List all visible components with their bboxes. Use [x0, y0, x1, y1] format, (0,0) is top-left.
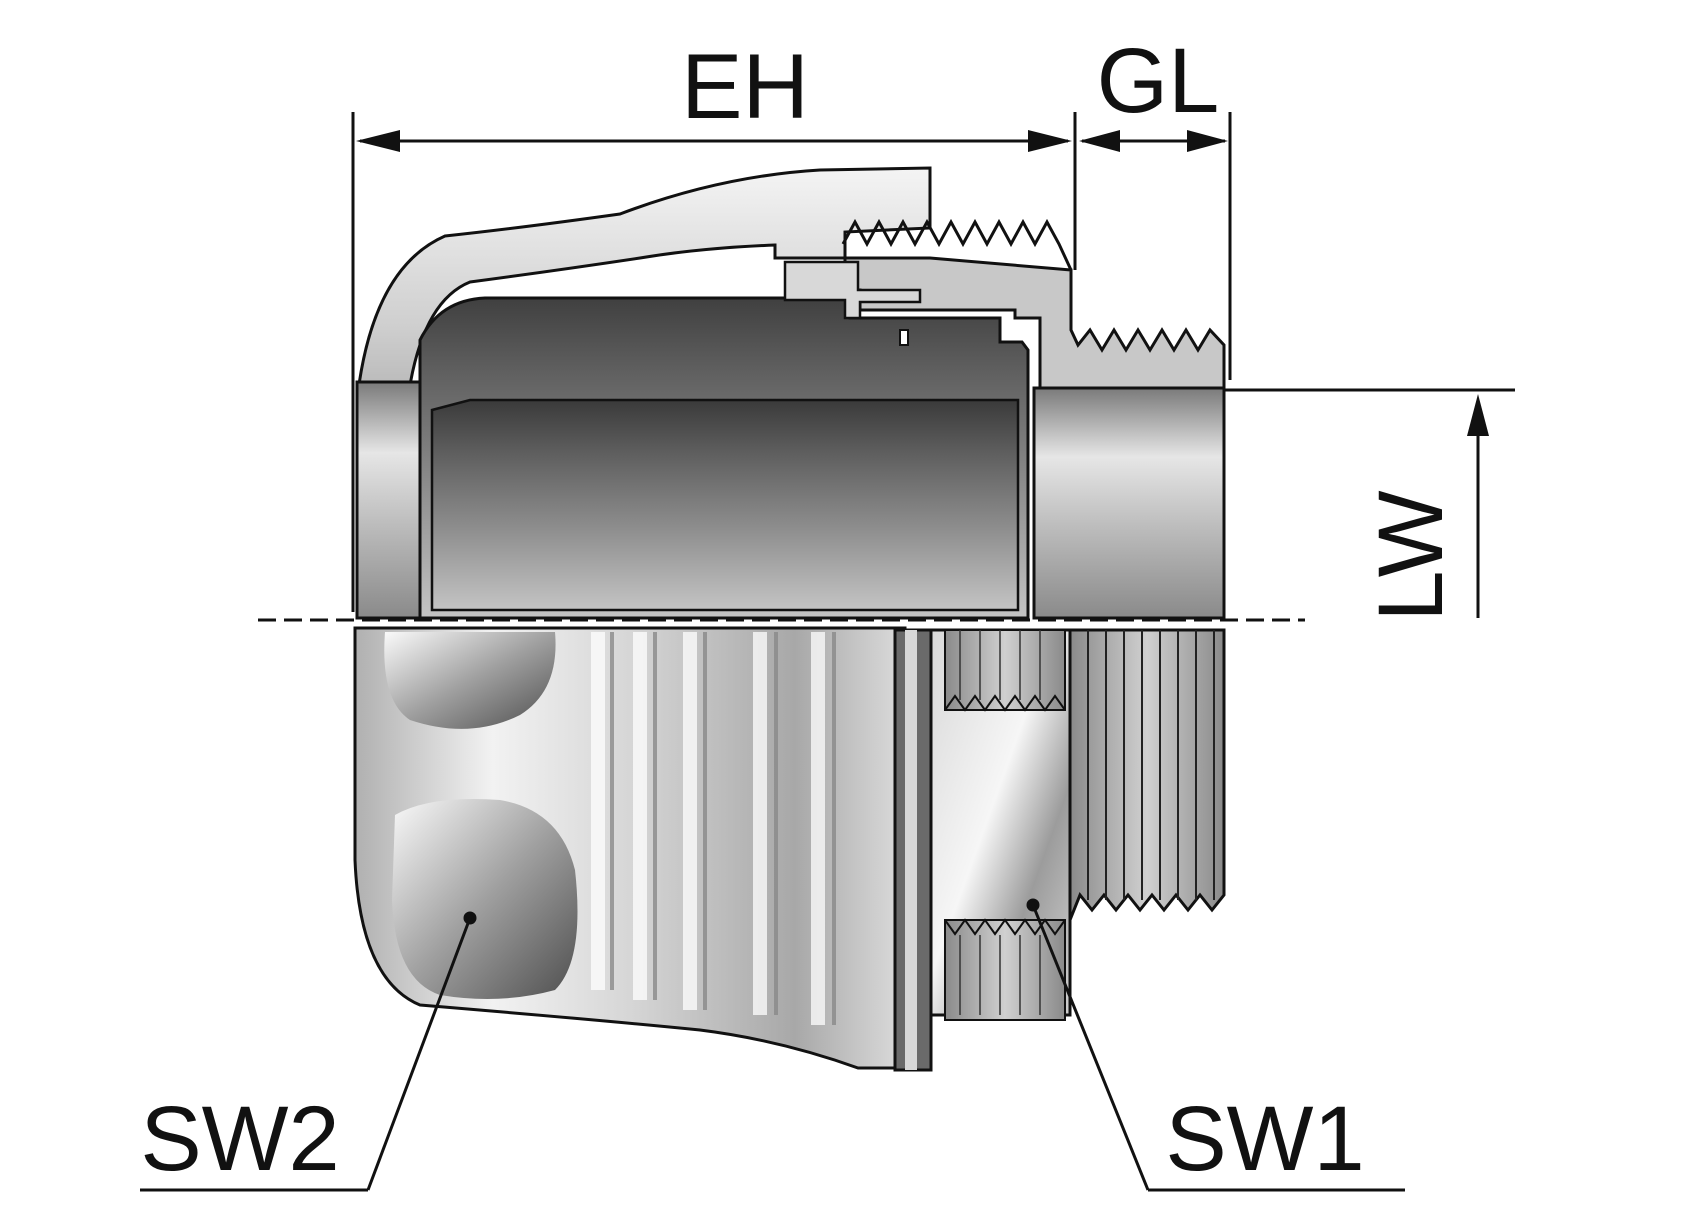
outlet-bore	[1032, 386, 1226, 620]
cap-flute-shadows	[610, 632, 836, 1025]
inner-liner	[430, 398, 1020, 612]
dimension-eh	[351, 112, 1077, 612]
sw2-flat-bottom	[392, 799, 578, 999]
front-ring	[355, 380, 422, 620]
gl-thread	[1068, 628, 1226, 921]
cap-thread	[841, 218, 1073, 271]
dimension-lw	[1224, 388, 1515, 618]
clamp-ring	[783, 260, 922, 320]
sw2-leader	[140, 911, 477, 1192]
body-upper	[843, 256, 1226, 392]
cap-shell	[355, 166, 932, 620]
sw1-label: SW1	[1165, 1088, 1364, 1190]
section-view	[355, 166, 1226, 620]
dimension-gl	[1079, 112, 1232, 380]
washer-highlight	[905, 630, 917, 1070]
sw1-leader	[1026, 898, 1405, 1192]
external-view	[353, 626, 1226, 1072]
sw2-label: SW2	[140, 1088, 339, 1190]
cap-flutes	[591, 632, 825, 1025]
hex-thread-lines	[959, 630, 1041, 1015]
sw2-flat-top	[384, 632, 556, 729]
hex-thread-bands	[944, 629, 1066, 1021]
gl-label: GL	[1097, 30, 1220, 132]
lw-label: LW	[1360, 490, 1462, 621]
gl-thread-lines	[1087, 630, 1215, 900]
eh-label: EH	[681, 36, 809, 138]
small-gap	[899, 329, 909, 346]
